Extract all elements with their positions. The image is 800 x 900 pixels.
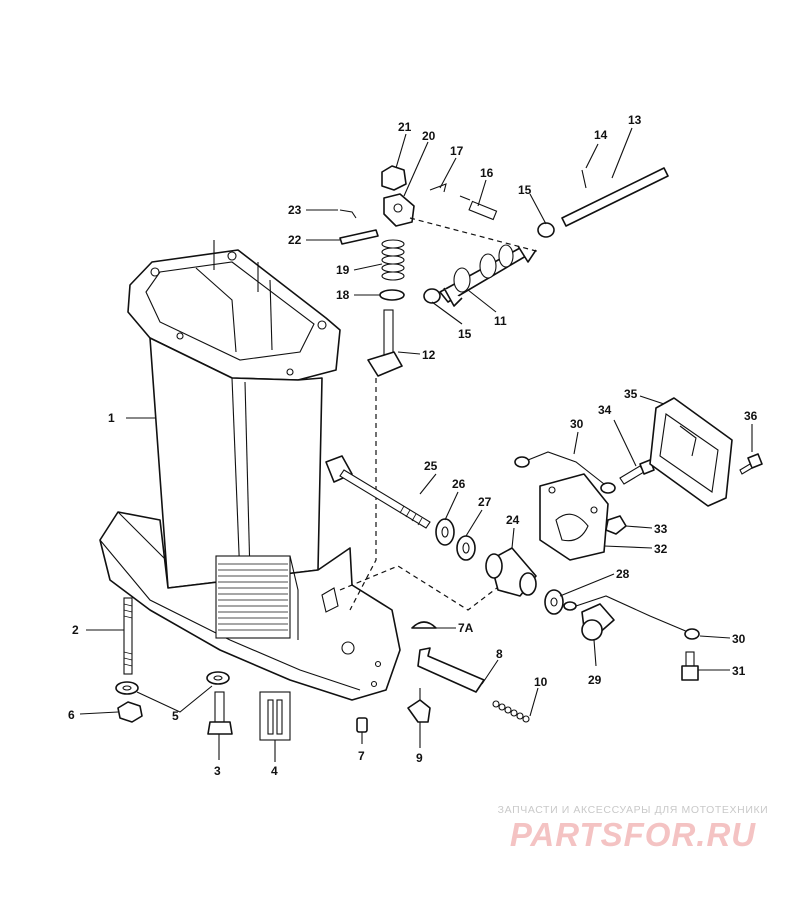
bolt-34	[619, 459, 655, 485]
callout-4: 4	[271, 764, 278, 778]
nut-33	[605, 515, 627, 535]
callout-28: 28	[616, 567, 630, 581]
bracket-32	[539, 473, 609, 561]
callout-7: 7	[358, 749, 365, 763]
callout-34: 34	[598, 403, 612, 417]
callout-23: 23	[288, 203, 302, 217]
clip-14	[581, 169, 587, 189]
callout-5: 5	[172, 709, 179, 723]
callout-6: 6	[68, 708, 75, 722]
callout-1: 1	[108, 411, 115, 425]
spring-10	[492, 700, 530, 723]
nut-6	[117, 701, 143, 723]
callout-27: 27	[478, 495, 492, 509]
callout-36: 36	[744, 409, 758, 423]
callout-2: 2	[72, 623, 79, 637]
callout-14: 14	[594, 128, 608, 142]
callout-26: 26	[452, 477, 466, 491]
callout-25: 25	[424, 459, 438, 473]
plate-35	[649, 397, 733, 507]
callout-33: 33	[654, 522, 668, 536]
ground-strap-30b	[563, 595, 700, 640]
callout-3: 3	[214, 764, 221, 778]
callout-9: 9	[416, 751, 423, 765]
callout-21: 21	[398, 120, 412, 134]
hose-8	[417, 647, 485, 693]
bolt-25	[325, 455, 431, 529]
studs-4	[259, 691, 291, 741]
fitting-9	[407, 699, 431, 723]
callout-16: 16	[480, 166, 494, 180]
screw-36	[739, 453, 763, 475]
callout-7A: 7A	[458, 621, 474, 635]
callout-20: 20	[422, 129, 436, 143]
stud-2	[123, 597, 133, 675]
callout-19: 19	[336, 263, 350, 277]
callout-17: 17	[450, 144, 464, 158]
callout-29: 29	[588, 673, 602, 687]
plug-7	[356, 717, 368, 733]
shift-shaft-12	[367, 309, 403, 377]
cotter-pin-17	[429, 183, 447, 193]
rubber-mount-24	[485, 547, 537, 597]
callout-11: 11	[494, 314, 507, 328]
bolt-3	[207, 691, 233, 735]
drive-shaft-housing	[99, 240, 401, 701]
nut-21	[381, 165, 407, 191]
pin-22	[339, 229, 379, 245]
callout-31: 31	[732, 664, 746, 678]
callout-30a: 30	[570, 417, 584, 431]
callout-18: 18	[336, 288, 350, 302]
rod-13	[561, 167, 669, 227]
ground-strap-30a	[514, 451, 616, 494]
cam-assembly-11	[439, 244, 537, 307]
cotter-pin-23	[339, 209, 357, 219]
callout-8: 8	[496, 647, 503, 661]
callout-15a: 15	[518, 183, 532, 197]
watermark: ЗАПЧАСТИ И АКСЕССУАРЫ ДЛЯ МОТОТЕХНИКИ PA…	[478, 804, 788, 852]
callout-12: 12	[422, 348, 436, 362]
callout-22: 22	[288, 233, 302, 247]
callout-13: 13	[628, 113, 642, 127]
callout-numbers: 1 2 3 4 5 6 7 7A 8 9 10 11 12 13 14 15 1…	[68, 113, 758, 778]
callout-10: 10	[534, 675, 548, 689]
callout-35: 35	[624, 387, 638, 401]
cap-nut-29	[581, 603, 615, 641]
watermark-logo: PARTSFOR.RU	[509, 816, 757, 853]
bushing-15b	[423, 288, 441, 304]
screw-31	[681, 651, 699, 681]
bushing-15a	[537, 222, 555, 238]
watermark-caption: ЗАПЧАСТИ И АКСЕССУАРЫ ДЛЯ МОТОТЕХНИКИ	[497, 804, 769, 816]
callout-30b: 30	[732, 632, 746, 646]
spring-16	[459, 195, 498, 221]
callout-15b: 15	[458, 327, 472, 341]
leader-lines	[79, 127, 753, 762]
washer-18	[379, 289, 405, 301]
callout-32: 32	[654, 542, 668, 556]
cap-7A	[411, 621, 437, 629]
spring-19	[381, 239, 405, 281]
callout-24: 24	[506, 513, 520, 527]
